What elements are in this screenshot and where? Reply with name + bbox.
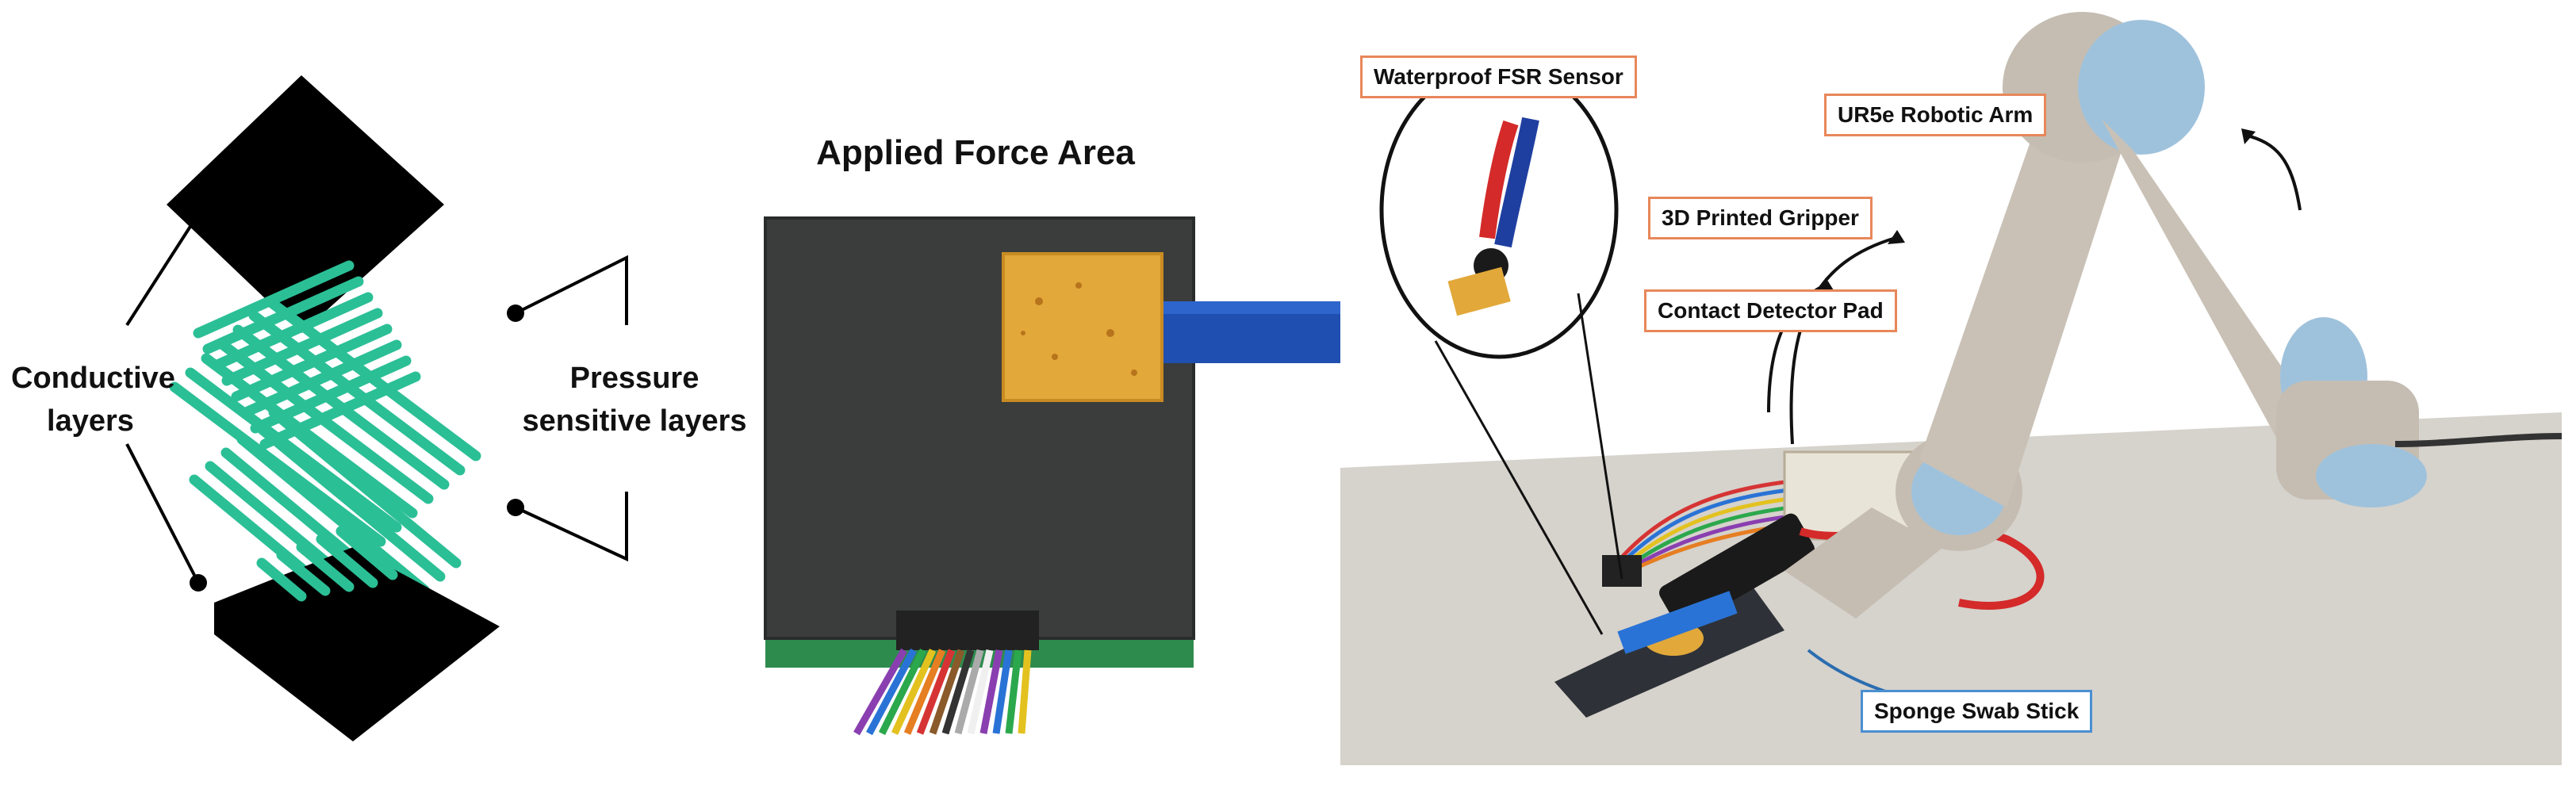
pressure-sensitive-layers-label: Pressure sensitive layers: [522, 362, 747, 438]
fsr-layer-diagram: Conductive layers Pressure sensitive lay…: [0, 0, 761, 785]
conductive-layers-label: Conductive layers: [11, 362, 175, 438]
force-pad-illustration: [764, 216, 1348, 736]
ur5e-robotic-arm: [1784, 12, 2563, 618]
layer-leader-lines: [125, 213, 628, 584]
swab-stick-callout: Sponge Swab Stick: [1861, 690, 2093, 733]
gripper-callout: 3D Printed Gripper: [1648, 197, 1873, 239]
robot-setup-illustration: [1340, 0, 2563, 765]
yellow-sponge: [1002, 252, 1163, 402]
fsr-layer-illustration: [125, 75, 628, 741]
detector-pad-callout: Contact Detector Pad: [1644, 289, 1897, 332]
applied-force-area-title: Applied Force Area: [816, 133, 1135, 172]
ribbon-cable: [853, 648, 1032, 736]
gripper: [1659, 513, 1815, 629]
pressure-sensitive-traces: [169, 260, 481, 636]
fsr-sensor-callout: Waterproof FSR Sensor: [1360, 56, 1637, 98]
bottom-conductive-layer: [214, 547, 500, 741]
robot-setup-photo: Waterproof FSR Sensor UR5e Robotic Arm 3…: [1340, 0, 2576, 785]
robotic-arm-callout: UR5e Robotic Arm: [1824, 94, 2047, 136]
fsr-sensor-closeup: [1447, 117, 1539, 316]
top-conductive-layer: [167, 75, 444, 333]
applied-force-area-photo: Applied Force Area: [746, 0, 1348, 785]
